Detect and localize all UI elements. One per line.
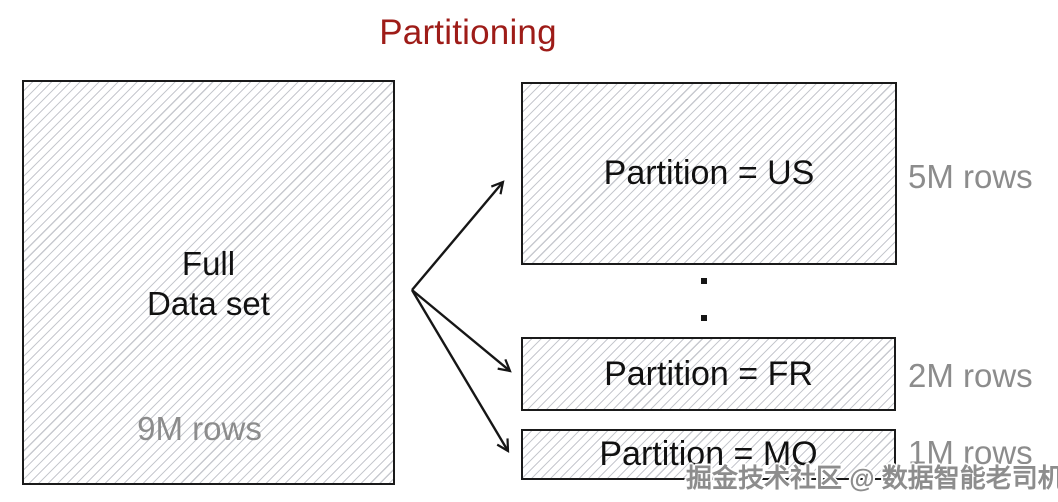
arrow-to-partition-us: [411, 180, 505, 291]
full-dataset-box: Full Data set 9M rows: [22, 80, 395, 485]
full-dataset-label-line1: Full: [181, 245, 236, 282]
full-dataset-label: Full Data set: [24, 244, 393, 324]
watermark: 掘金技术社区 @ 数据智能老司机: [686, 463, 1058, 493]
partition-us-label: Partition = US: [603, 154, 815, 192]
partition-box-us: Partition = US: [521, 82, 897, 265]
partition-fr-row-count: 2M rows: [908, 357, 1033, 394]
arrow-to-partition-mo: [410, 289, 510, 453]
full-dataset-label-line2: Data set: [147, 285, 270, 322]
diagram-title: Partitioning: [379, 13, 557, 52]
partition-box-fr: Partition = FR: [521, 337, 896, 411]
ellipsis-dot: [701, 315, 707, 321]
partition-fr-label: Partition = FR: [604, 354, 813, 393]
arrow-to-partition-fr: [411, 289, 512, 373]
partition-mo-row-count: 1M rows: [908, 434, 1033, 471]
partition-us-row-count: 5M rows: [908, 158, 1033, 195]
full-dataset-row-count: 9M rows: [137, 410, 262, 447]
partition-mo-label: Partition = MO: [599, 435, 818, 473]
ellipsis-dot: [701, 278, 707, 284]
ellipsis-dots-icon: [701, 278, 707, 321]
partition-box-mo: Partition = MO: [521, 429, 896, 480]
